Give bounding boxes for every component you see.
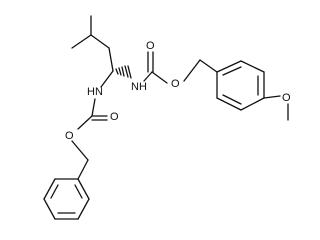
bond-methyl-left [71, 34, 92, 49]
o-methoxy-label: O [282, 92, 291, 104]
bond-stereocenter-left-nh [100, 70, 114, 88]
ring-left-bond-3 [43, 198, 56, 220]
bond-carbonyl-ester-right [151, 71, 168, 84]
ring-right-bond-2 [240, 60, 265, 73]
ring-right-inner-bond-3 [222, 94, 242, 105]
ring-left-bond-5 [77, 198, 90, 220]
stereo-hash-4 [124, 65, 129, 78]
bond-ch2-ring-left [77, 159, 89, 180]
o-ester-left-label: O [65, 130, 74, 142]
bond-ester-o-ch2-left [71, 140, 89, 161]
ring-left-inner-bond-1 [50, 184, 59, 199]
stereo-hash-2 [118, 67, 122, 76]
ring-right-inner-bond-1 [222, 66, 242, 76]
nh-left-label: HN [87, 86, 103, 98]
o-carbonyl-right-label: O [146, 40, 155, 52]
molecule-diagram: NH HN O O O O O [43, 15, 291, 220]
ring-left-bond-2 [43, 178, 56, 200]
bond-ch2-stereocenter [108, 47, 114, 72]
bond-ch2-ring-right [199, 59, 218, 73]
bond-ring-methoxy-o [263, 95, 281, 99]
stereo-hash-5 [127, 65, 132, 79]
bond-left-carbonyl-ester [77, 115, 93, 130]
chemical-structure-canvas: NH HN O O O O O [43, 15, 291, 220]
ring-left-bond-6 [77, 178, 90, 200]
stereo-hash-1 [115, 68, 119, 75]
bond-right-nh-carbonyl [143, 71, 153, 82]
ring-right-bond-4 [240, 97, 265, 111]
bond-ester-o-ch2-right [183, 59, 201, 82]
stereo-hash-3 [121, 66, 125, 77]
o-carbonyl-left-label: O [110, 111, 119, 123]
bond-left-nh-carbonyl [91, 98, 96, 117]
ring-right-bond-5 [216, 97, 242, 111]
ring-right-bond-1 [216, 60, 242, 73]
nh-right-label: NH [131, 81, 147, 93]
ring-left-inner-bond-3 [74, 184, 83, 199]
o-ester-right-label: O [171, 78, 180, 90]
bond-isopropyl-ch2 [90, 34, 110, 49]
